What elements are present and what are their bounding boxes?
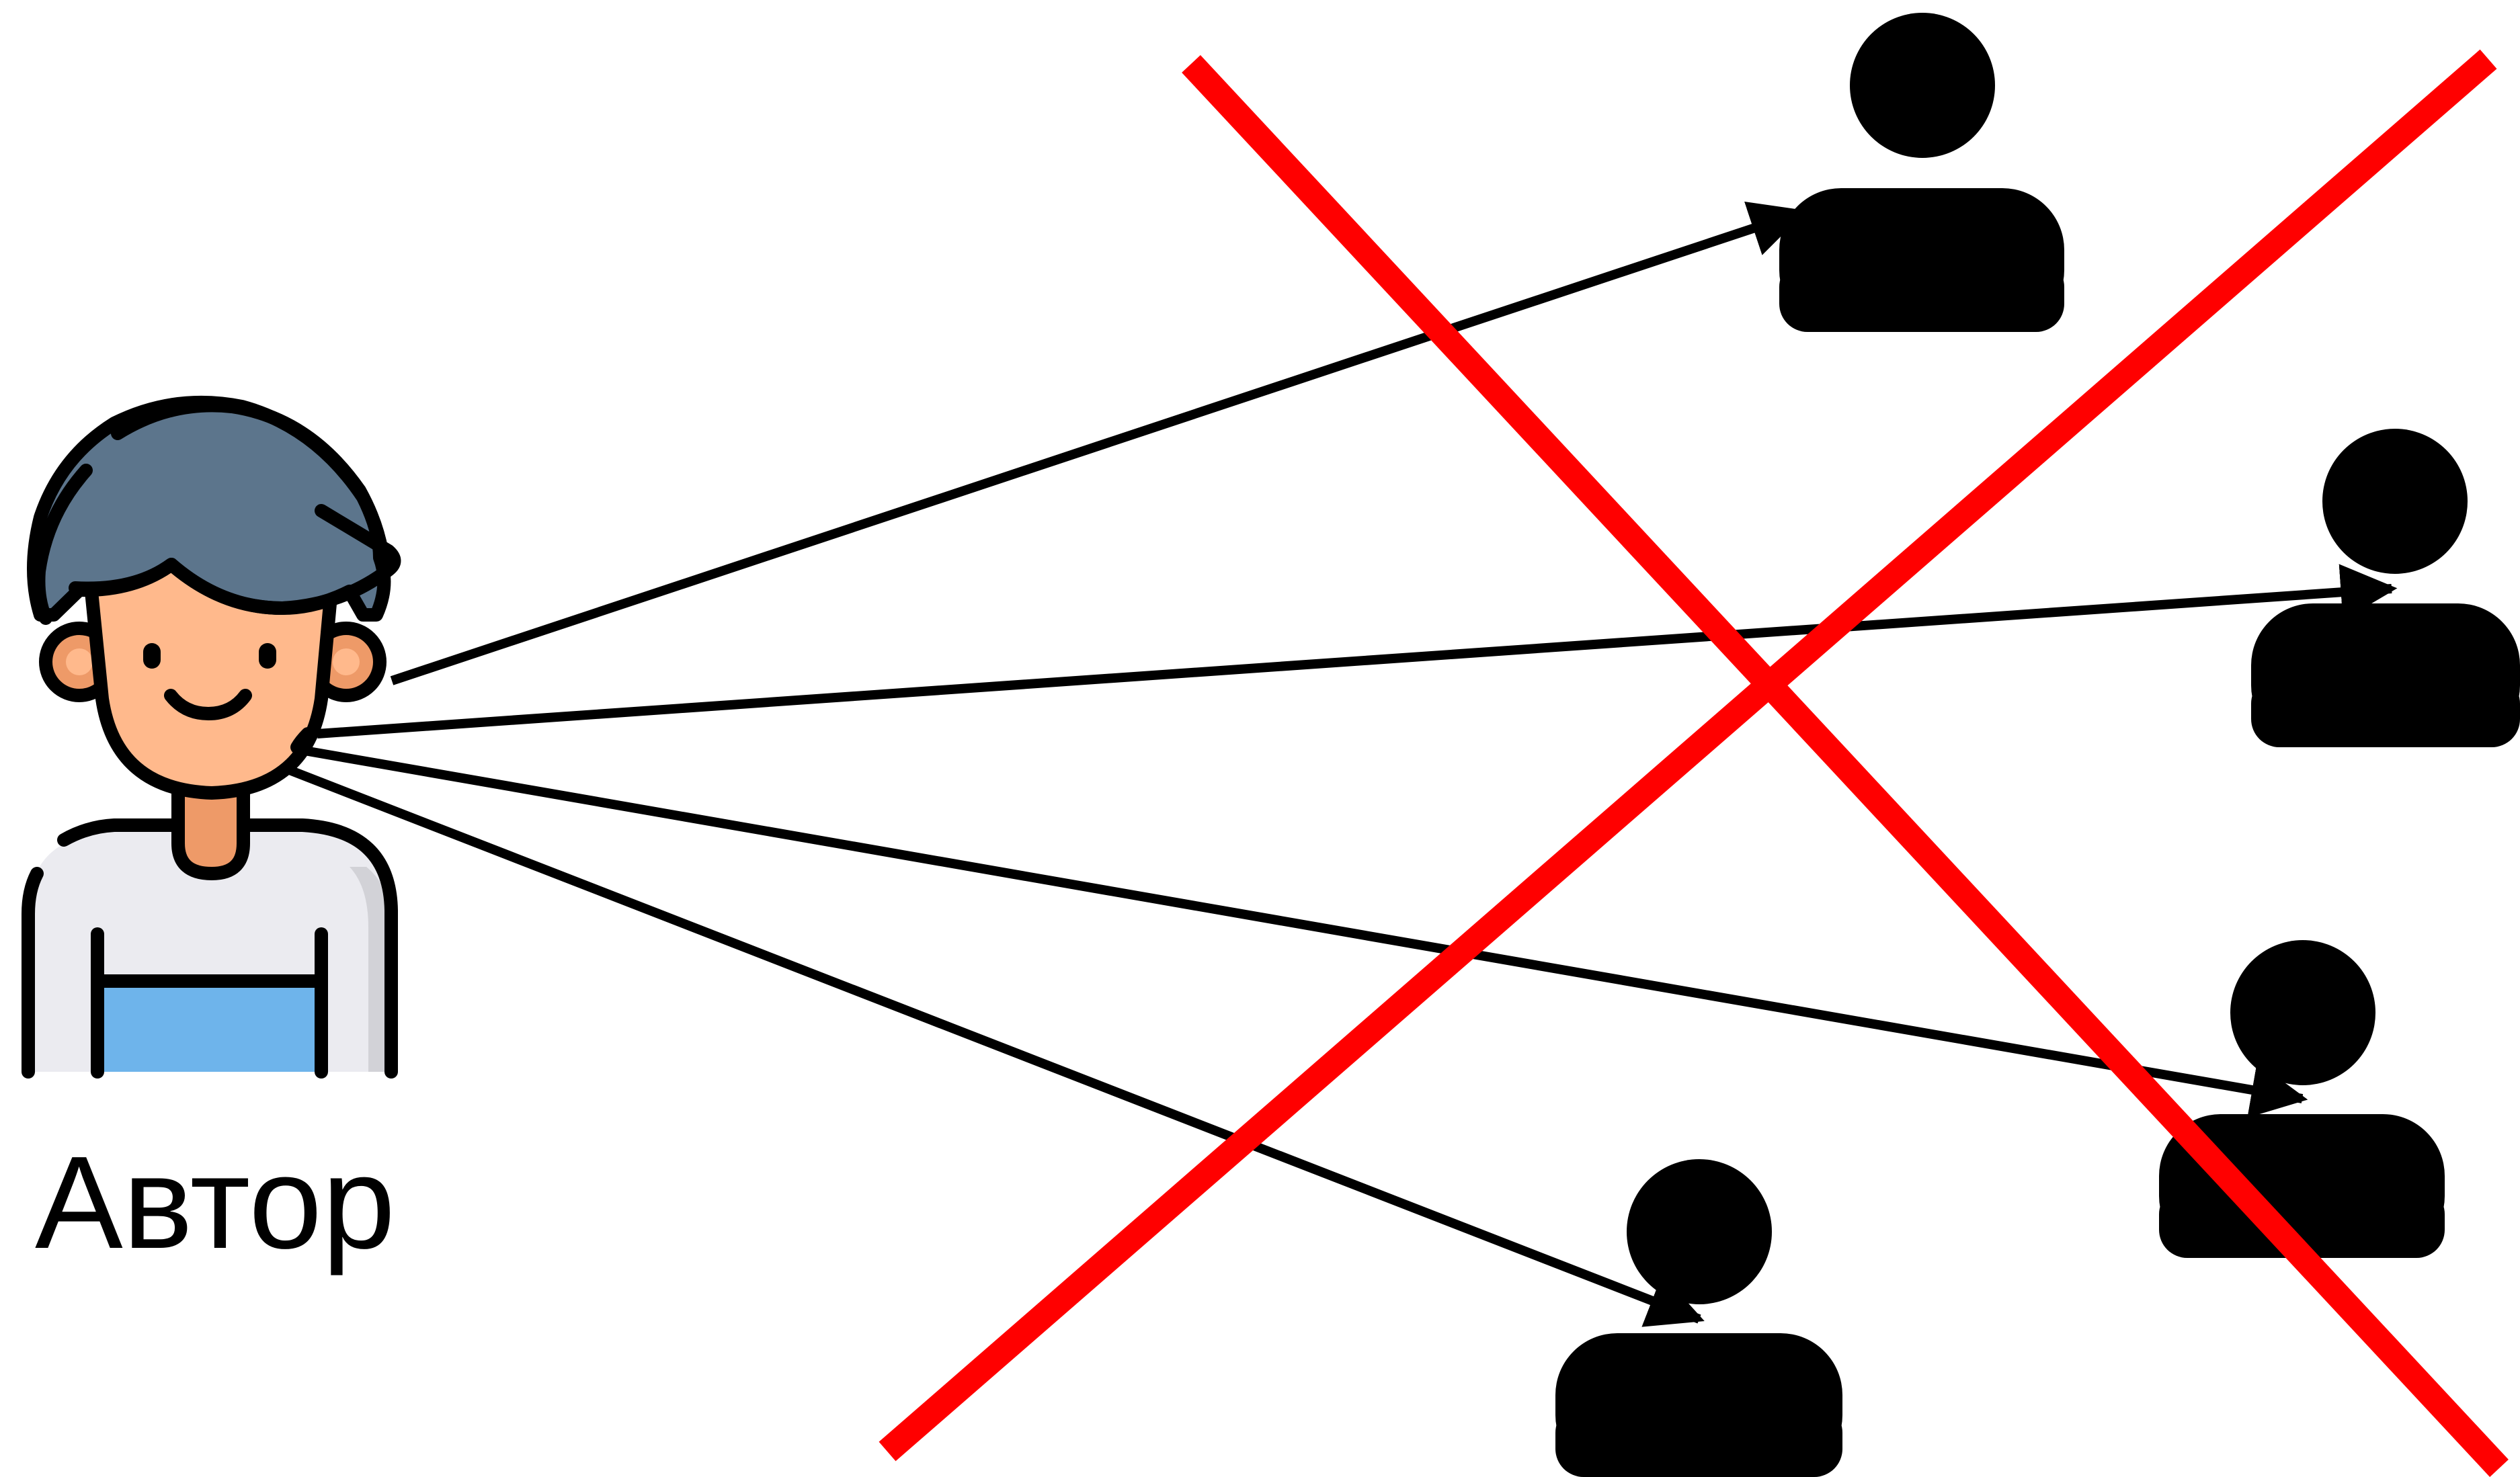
person-icon-head — [2230, 940, 2375, 1085]
recipient-1 — [1779, 13, 2064, 332]
arrow-to-recipient-4 — [284, 768, 1699, 1319]
arrows — [284, 212, 2392, 1319]
author-avatar-icon — [28, 403, 395, 1072]
person-icon-head — [1850, 13, 1995, 158]
person-icon-head — [1627, 1159, 1772, 1304]
person-icon-head — [2322, 429, 2468, 574]
arrow-to-recipient-2 — [317, 589, 2392, 734]
author-label: Автор — [35, 1137, 395, 1269]
arrow-to-recipient-1 — [392, 212, 1801, 681]
